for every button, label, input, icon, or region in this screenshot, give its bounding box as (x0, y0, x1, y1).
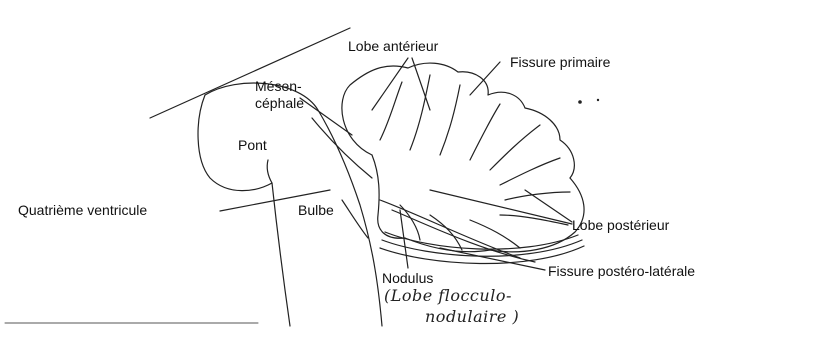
dot-mark-2 (597, 99, 599, 101)
folia-2 (410, 75, 430, 150)
label-quatrieme-ventricule: Quatrième ventricule (18, 202, 147, 218)
label-bulbe: Bulbe (298, 202, 334, 218)
label-mesen: Mésen- (255, 78, 302, 94)
label-fissure-primaire: Fissure primaire (510, 54, 610, 70)
mesen-leader (300, 98, 352, 135)
folia-6 (500, 158, 560, 185)
label-cephale: céphale (255, 95, 304, 111)
label-fissure-postero-laterale: Fissure postéro-latérale (548, 263, 695, 279)
cerebellum-inner (372, 155, 405, 238)
pons-outline (198, 95, 290, 326)
folia-9 (470, 220, 520, 248)
pointer-lobe-posterieur-1 (525, 190, 572, 222)
label-nodulus: Nodulus (382, 270, 433, 286)
brainstem-outline (205, 83, 382, 326)
cerebellum-anterior (342, 63, 574, 178)
folia-4 (470, 104, 500, 160)
folia-3 (440, 85, 460, 155)
dot-mark (578, 100, 582, 104)
handwritten-note-line-1: (Lobe flocculo- (384, 286, 512, 305)
folia-1 (380, 82, 402, 140)
handwritten-note-line-2: nodulaire ) (425, 307, 519, 326)
folia-5 (490, 125, 540, 170)
ventricle-line (312, 118, 372, 178)
section-line (150, 28, 350, 118)
pons-inner (267, 160, 272, 183)
label-lobe-posterieur: Lobe postérieur (572, 217, 669, 233)
lamella-5 (392, 210, 535, 262)
pointer-fissure-primaire (470, 62, 500, 95)
label-lobe-anterieur: Lobe antérieur (348, 38, 438, 54)
cerebellum-posterior (405, 178, 584, 252)
pointer-lobe-anterieur-right (412, 58, 430, 110)
label-pont: Pont (238, 137, 267, 153)
